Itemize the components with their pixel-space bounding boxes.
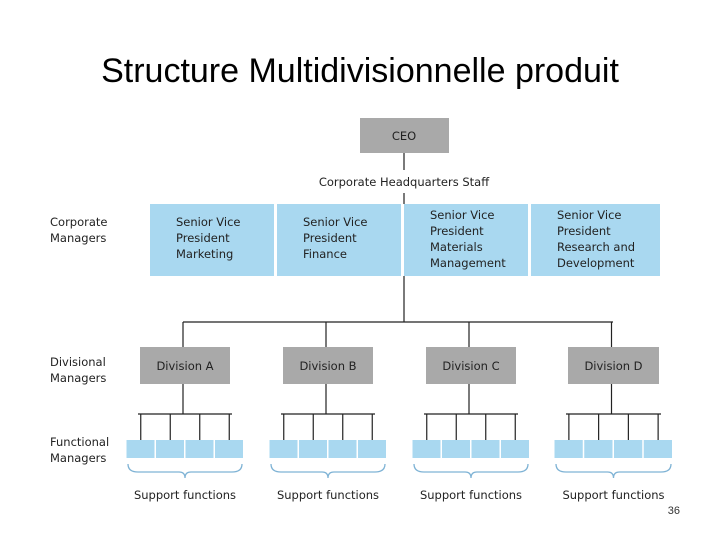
- division-box: [140, 347, 230, 384]
- support-function-box: [584, 440, 613, 458]
- support-function-box: [269, 440, 298, 458]
- support-function-box: [442, 440, 470, 458]
- level-functional: Functional Managers: [50, 435, 113, 465]
- support-brace: [127, 463, 243, 479]
- level-corporate: Corporate Managers: [50, 215, 111, 245]
- ceo-label: CEO: [392, 129, 416, 143]
- support-function-box: [501, 440, 529, 458]
- support-function-box: [156, 440, 184, 458]
- division-label: Division B: [299, 359, 356, 373]
- support-functions-label: Support functions: [420, 488, 522, 502]
- vp-row-background: [150, 204, 660, 276]
- support-function-box: [126, 440, 155, 458]
- support-function-box: [328, 440, 357, 458]
- support-function-box: [185, 440, 214, 458]
- division-label: Division C: [442, 359, 499, 373]
- support-function-box: [643, 440, 672, 458]
- division-box: [426, 347, 516, 384]
- support-functions-label: Support functions: [562, 488, 664, 502]
- slide-title: Structure Multidivisionnelle produit: [101, 52, 619, 90]
- support-function-box: [471, 440, 500, 458]
- support-function-box: [554, 440, 583, 458]
- division-label: Division D: [584, 359, 642, 373]
- division-box: [283, 347, 373, 384]
- level-divisional: Divisional Managers: [50, 355, 109, 385]
- support-function-box: [215, 440, 243, 458]
- support-function-box: [358, 440, 386, 458]
- support-function-box: [614, 440, 643, 458]
- division-label: Division A: [156, 359, 213, 373]
- support-brace: [270, 463, 386, 479]
- hq-staff-label: Corporate Headquarters Staff: [319, 175, 490, 189]
- ceo-box: [360, 118, 449, 153]
- support-functions-label: Support functions: [277, 488, 379, 502]
- support-function-box: [299, 440, 327, 458]
- support-brace: [413, 463, 529, 479]
- support-function-box: [412, 440, 441, 458]
- division-box: [568, 347, 659, 384]
- page-number: 36: [667, 505, 680, 517]
- support-functions-label: Support functions: [134, 488, 236, 502]
- support-brace: [555, 463, 672, 479]
